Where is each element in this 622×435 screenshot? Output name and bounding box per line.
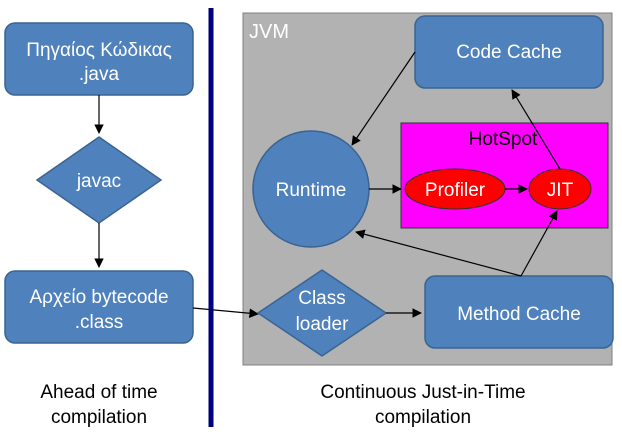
jit-label: JIT (547, 180, 574, 201)
bytecode-box (4, 270, 194, 344)
ahead-caption-line1: Ahead of time (40, 382, 157, 403)
code-cache-label: Code Cache (456, 42, 562, 63)
class-loader-line2: loader (296, 314, 349, 335)
arrow-methodcache-to-jit (520, 210, 558, 277)
continuous-caption-line1: Continuous Just-in-Time (320, 382, 525, 403)
runtime-label: Runtime (276, 180, 347, 201)
arrow-codecache-to-runtime (351, 51, 416, 146)
source-code-line1: Πηγαίος Κώδικας (26, 40, 171, 61)
ahead-caption-line2: compilation (51, 407, 147, 428)
class-loader-diamond (256, 269, 388, 357)
hotspot-label: HotSpot (469, 129, 538, 150)
source-code-line2: .java (79, 64, 120, 85)
class-loader-line1: Class (298, 288, 346, 309)
bytecode-line2: .class (75, 312, 124, 333)
javac-label: javac (76, 171, 121, 192)
jvm-label: JVM (249, 21, 289, 43)
continuous-caption-line2: compilation (375, 407, 471, 428)
method-cache-label: Method Cache (457, 304, 581, 325)
arrow-bytecode-to-classloader (192, 307, 259, 318)
profiler-label: Profiler (425, 180, 486, 201)
arrow-jit-to-codecache (511, 89, 561, 170)
arrow-methodcache-to-runtime (355, 229, 522, 277)
bytecode-line1: Αρχείο bytecode (29, 287, 168, 308)
